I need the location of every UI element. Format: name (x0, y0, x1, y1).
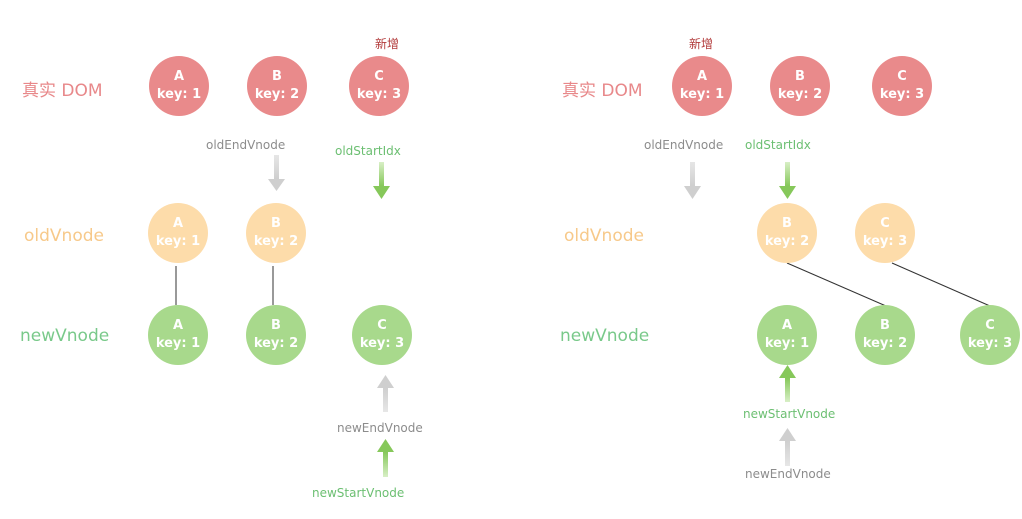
node-key: key: 1 (155, 234, 201, 249)
node-name: C (374, 69, 384, 84)
arrow-up-icon (779, 365, 796, 402)
node-key: key: 2 (254, 87, 300, 102)
node-name: A (172, 216, 184, 231)
node-name: A (781, 318, 793, 333)
row-label-new-vnode: newVnode (20, 326, 110, 346)
arrow-up-icon (377, 439, 394, 477)
added-label: 新增 (689, 37, 714, 51)
node-key: key: 3 (967, 336, 1013, 351)
node-name: A (173, 69, 185, 84)
link-right-c (891, 262, 991, 307)
old-vnode-node-a: A key: 1 (148, 203, 208, 263)
real-dom-node-b: B key: 2 (770, 56, 830, 116)
pointer-new-start-vnode: newStartVnode (743, 407, 836, 421)
old-vnode-node-b: B key: 2 (757, 203, 817, 263)
new-vnode-node-c: C key: 3 (960, 305, 1020, 365)
node-key: key: 2 (777, 87, 823, 102)
old-vnode-node-c: C key: 3 (855, 203, 915, 263)
pointer-new-end-vnode: newEndVnode (745, 467, 831, 481)
new-vnode-node-b: B key: 2 (246, 305, 306, 365)
real-dom-node-c: C key: 3 (872, 56, 932, 116)
node-key: key: 1 (679, 87, 725, 102)
arrow-down-icon (684, 162, 701, 199)
node-key: key: 2 (253, 234, 299, 249)
row-label-old-vnode: oldVnode (24, 226, 104, 246)
node-name: A (696, 69, 708, 84)
row-label-real-dom: 真实 DOM (562, 81, 643, 101)
node-key: key: 3 (862, 234, 908, 249)
node-key: key: 3 (359, 336, 405, 351)
new-vnode-node-a: A key: 1 (757, 305, 817, 365)
node-name: B (880, 318, 890, 333)
real-dom-node-b: B key: 2 (247, 56, 307, 116)
real-dom-node-a: A key: 1 (149, 56, 209, 116)
node-name: A (172, 318, 184, 333)
node-name: B (271, 318, 281, 333)
real-dom-node-a: A key: 1 (672, 56, 732, 116)
node-key: key: 3 (879, 87, 925, 102)
link-right-b (786, 262, 887, 307)
node-name: B (271, 216, 281, 231)
node-name: C (985, 318, 995, 333)
arrow-down-icon (779, 162, 796, 199)
old-vnode-node-b: B key: 2 (246, 203, 306, 263)
node-key: key: 2 (253, 336, 299, 351)
new-vnode-node-b: B key: 2 (855, 305, 915, 365)
node-name: C (897, 69, 907, 84)
row-label-new-vnode: newVnode (560, 326, 650, 346)
pointer-old-start-idx: oldStartIdx (335, 144, 401, 158)
new-vnode-node-a: A key: 1 (148, 305, 208, 365)
row-label-real-dom: 真实 DOM (22, 81, 103, 101)
pointer-old-start-idx: oldStartIdx (745, 138, 811, 152)
node-key: key: 1 (155, 336, 201, 351)
pointer-old-end-vnode: oldEndVnode (206, 138, 286, 152)
node-key: key: 1 (156, 87, 202, 102)
node-name: B (795, 69, 805, 84)
node-name: B (782, 216, 792, 231)
arrow-down-icon (268, 155, 285, 191)
new-vnode-node-c: C key: 3 (352, 305, 412, 365)
arrow-up-icon (779, 428, 796, 466)
added-label: 新增 (375, 37, 400, 51)
pointer-new-end-vnode: newEndVnode (337, 421, 423, 435)
row-label-old-vnode: oldVnode (564, 226, 644, 246)
pointer-old-end-vnode: oldEndVnode (644, 138, 724, 152)
node-name: C (377, 318, 387, 333)
node-key: key: 1 (764, 336, 810, 351)
pointer-new-start-vnode: newStartVnode (312, 486, 405, 500)
node-key: key: 3 (356, 87, 402, 102)
real-dom-node-c: C key: 3 (349, 56, 409, 116)
node-key: key: 2 (862, 336, 908, 351)
node-key: key: 2 (764, 234, 810, 249)
arrow-up-icon (377, 375, 394, 412)
node-name: C (880, 216, 890, 231)
node-name: B (272, 69, 282, 84)
arrow-down-icon (373, 162, 390, 199)
